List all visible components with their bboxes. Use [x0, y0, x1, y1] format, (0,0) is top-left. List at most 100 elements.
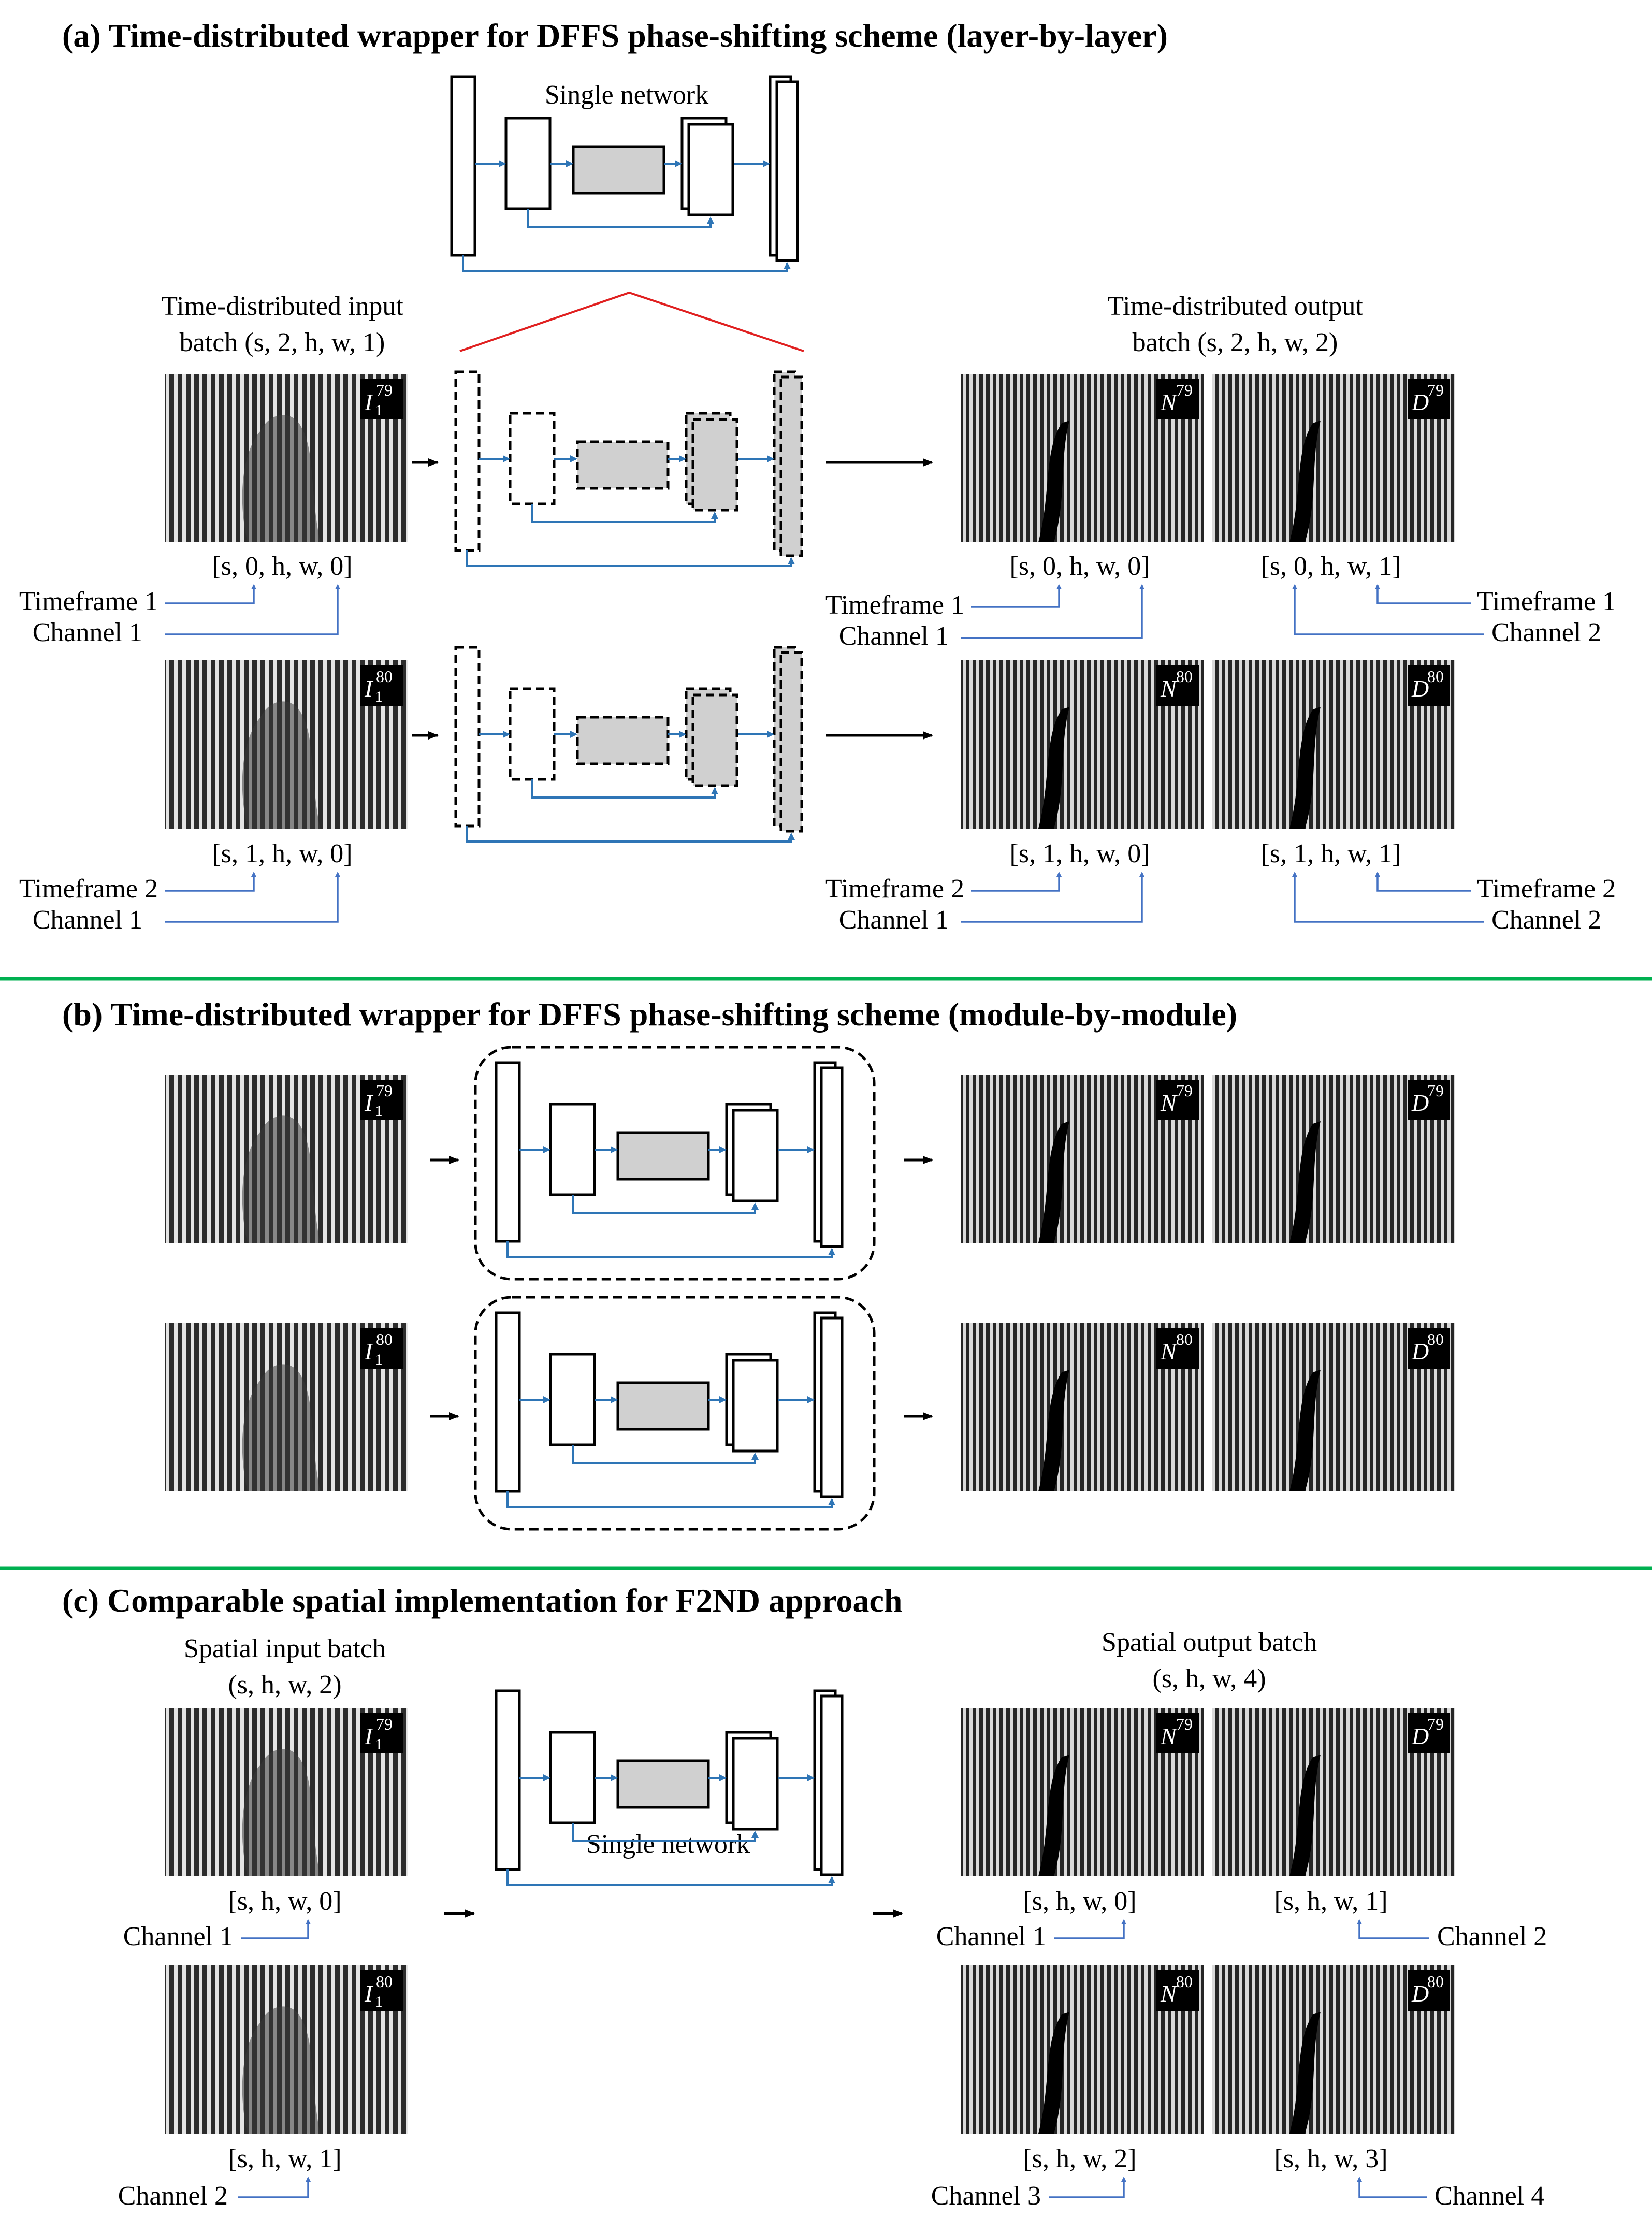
annot-c-out-ch4: Channel 4 [1434, 2181, 1544, 2211]
network-a-t79-skip-inner [531, 504, 718, 523]
badge-N79-bg [1156, 1080, 1199, 1120]
connector-a-outD-tf2 [1375, 872, 1471, 892]
image-b-input-t79-object-silhouette [242, 1115, 320, 1243]
network-c-layer [495, 1689, 521, 1871]
network-a-t80-layer [509, 687, 556, 781]
network-c-skip-inner [572, 1823, 759, 1842]
network-a-t79-layer [779, 375, 803, 557]
connector-c-out-ch4 [1357, 2177, 1427, 2198]
badge-N79-sup: 79 [1176, 381, 1193, 399]
zoom-indicator [459, 291, 804, 352]
badge-D79-base: D [1411, 389, 1429, 415]
image-a-numerator-t80-object-shadow [1038, 707, 1069, 829]
network-b-t80-skip-outer [506, 1491, 835, 1508]
index-a-outD-0: [s, 0, h, w, 1] [1260, 552, 1401, 581]
annot-a-outD-tf1: Timeframe 1 [1477, 587, 1616, 616]
image-c-output-ch4-object-shadow [1289, 2012, 1321, 2134]
annot-a-outD-ch2: Channel 2 [1491, 618, 1601, 647]
network-a-top-layer [450, 75, 476, 257]
annot-c-out-ch3: Channel 3 [931, 2181, 1041, 2211]
badge-I79-sup: 79 [376, 381, 393, 399]
network-a-t79 [454, 370, 803, 567]
td-output-label-line2: batch (s, 2, h, w, 2) [1133, 328, 1338, 357]
connector-a-outD-tf1 [1375, 584, 1471, 604]
index-a-in-0: [s, 0, h, w, 0] [212, 552, 352, 581]
network-b-t79-skip-outer [506, 1241, 835, 1258]
badge-D79-bg [1408, 379, 1450, 419]
badge-D79-bg [1408, 1080, 1450, 1120]
badge-D79-sup: 79 [1427, 381, 1444, 399]
index-a-in-1: [s, 1, h, w, 0] [212, 839, 352, 868]
badge-I80-sup: 80 [376, 667, 393, 686]
index-a-outD-1: [s, 1, h, w, 1] [1260, 839, 1401, 868]
badge-I80-base: I [364, 675, 374, 702]
image-b-denominator-t80-object-shadow [1289, 1370, 1321, 1491]
connector-a-tf2 [165, 872, 256, 892]
td-input-label-line1: Time-distributed input [161, 292, 403, 321]
connector-a-outN-tf2 [971, 872, 1062, 892]
networks [450, 75, 876, 1886]
index-c-in-0: [s, h, w, 0] [228, 1887, 341, 1916]
annot-c-in-ch1: Channel 1 [123, 1922, 233, 1951]
image-c-output-ch3-object-shadow [1038, 2012, 1069, 2134]
spatial-input-label-line2: (s, h, w, 2) [228, 1670, 341, 1700]
network-c-layer [732, 1737, 779, 1831]
connectors [165, 584, 1484, 2198]
badge-D80-sup: 80 [1427, 1972, 1444, 1991]
image-b-numerator-t79-object-shadow [1038, 1121, 1069, 1243]
annot-a-outD-tf2: Timeframe 2 [1477, 874, 1616, 904]
image-c-output-ch2-object-shadow [1289, 1755, 1321, 1876]
connector-a-outN-ch1b [961, 872, 1144, 923]
td-output-label-line1: Time-distributed output [1107, 292, 1363, 321]
connector-c-in-ch2 [238, 2177, 311, 2198]
single-network-label-a: Single network [545, 80, 708, 110]
badge-I79-sub: 1 [375, 1736, 383, 1753]
badge-D80-bg [1408, 1970, 1450, 2011]
index-c-out-3: [s, h, w, 3] [1274, 2144, 1387, 2173]
badge-I79-sup: 79 [376, 1715, 393, 1733]
annot-a-ch1b: Channel 1 [33, 905, 142, 935]
index-a-outN-0: [s, 0, h, w, 0] [1009, 552, 1150, 581]
badge-N79-bg [1156, 379, 1199, 419]
image-b-denominator-t80: D80 [1212, 1323, 1455, 1491]
image-a-input-t79-object-silhouette [242, 415, 320, 542]
image-b-numerator-t80-object-shadow [1038, 1370, 1069, 1491]
image-a-denominator-t80-object-shadow [1289, 707, 1321, 829]
badge-I79-base: I [364, 1723, 374, 1749]
network-b-t80-layer [495, 1311, 521, 1493]
badge-I79-bg [360, 379, 403, 419]
image-c-input-ch1-object-silhouette [242, 1749, 320, 1876]
annot-a-outN-ch1b: Channel 1 [839, 905, 949, 935]
badge-D79-base: D [1411, 1723, 1429, 1749]
badge-N80-bg [1156, 665, 1199, 706]
badge-N80-base: N [1160, 1338, 1178, 1365]
section-c-title: (c) Comparable spatial implementation fo… [62, 1582, 902, 1619]
network-c-layer [549, 1731, 596, 1824]
badge-N79-bg [1156, 1713, 1199, 1753]
badge-N80-base: N [1160, 1980, 1178, 2007]
connector-a-outN-ch1 [961, 584, 1144, 639]
image-a-input-t80-object-silhouette [242, 701, 320, 829]
badge-I80-bg [360, 1970, 403, 2011]
badge-I80-sub: 1 [375, 1993, 383, 2010]
spatial-output-label-line2: (s, h, w, 4) [1152, 1664, 1266, 1693]
connector-a-outD-ch2 [1292, 584, 1484, 635]
badge-D79-bg [1408, 1713, 1450, 1753]
annot-a-outN-tf2: Timeframe 2 [825, 874, 964, 904]
image-c-output-ch1-object-shadow [1038, 1755, 1069, 1876]
badge-N80-base: N [1160, 675, 1178, 702]
index-c-in-1: [s, h, w, 1] [228, 2144, 341, 2173]
network-b-t80-layer [732, 1359, 779, 1453]
badge-D80-sup: 80 [1427, 1330, 1444, 1349]
badge-I80-bg [360, 1328, 403, 1369]
network-c [495, 1689, 844, 1886]
image-a-denominator-t79-object-shadow [1289, 421, 1321, 542]
image-c-output-ch4: D80 [1212, 1965, 1455, 2134]
connector-a-outN-tf1 [971, 584, 1062, 608]
network-b-t79-layer [616, 1131, 710, 1181]
